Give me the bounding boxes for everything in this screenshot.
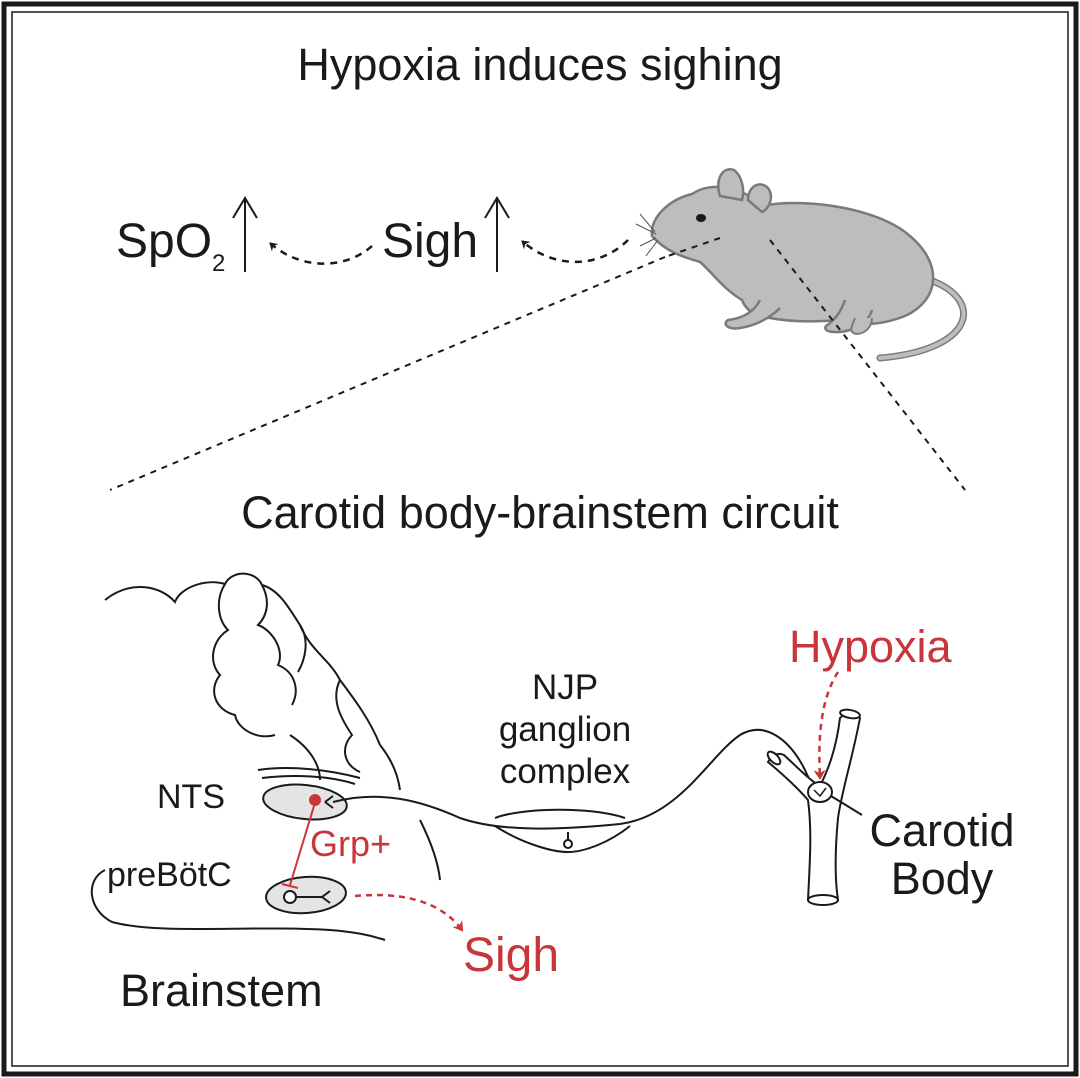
prebotc-label: preBötC [107, 856, 232, 894]
spo2-label: SpO2 [116, 215, 225, 276]
njp-line3: complex [499, 752, 631, 791]
zoom-line-right [769, 239, 966, 491]
sigh-output-label: Sigh [463, 929, 560, 982]
prebotc-neuron [283, 890, 331, 904]
brain-outline [90, 572, 441, 941]
grp-label: Grp+ [310, 823, 392, 864]
prebotc-nucleus [265, 875, 347, 915]
sigh-up-arrow [484, 196, 510, 272]
mouse-whiskers [635, 213, 659, 257]
mouse-ear-right [746, 183, 773, 214]
nts-nucleus [262, 783, 348, 821]
spo2-text: SpO [116, 215, 213, 268]
brainstem-label: Brainstem [120, 965, 323, 1016]
section-title: Carotid body-brainstem circuit [241, 487, 839, 538]
grp-neuron [281, 794, 321, 889]
hypoxia-label: Hypoxia [789, 621, 952, 672]
spo2-subscript: 2 [212, 250, 226, 277]
inner-frame [11, 11, 1069, 1067]
page-title: Hypoxia induces sighing [297, 39, 783, 90]
zoom-line-left [109, 256, 666, 491]
carotid-line2: Body [890, 853, 994, 904]
afferent-nerve [332, 729, 821, 830]
nts-label: NTS [157, 778, 225, 816]
njp-line2: ganglion [498, 710, 632, 749]
mouse-body [650, 185, 935, 326]
spo2-up-arrow [232, 196, 258, 272]
prebotc-to-sigh-arrow [354, 893, 464, 932]
mouse-ear-left [717, 168, 745, 202]
carotid-line1: Carotid [869, 805, 1015, 856]
sigh-to-spo2-arrow [269, 242, 373, 265]
mouse-illustration [635, 168, 967, 362]
carotid-artery [766, 708, 862, 906]
njp-line1: NJP [531, 668, 599, 707]
nts-terminal [324, 795, 334, 809]
carotid-body [807, 781, 863, 816]
mouse-front-leg [724, 299, 781, 330]
sigh-top-label: Sigh [382, 215, 479, 268]
mouse-to-sigh-arrow [521, 239, 629, 264]
mouse-eye [696, 214, 706, 222]
njp-ganglion [494, 808, 631, 854]
